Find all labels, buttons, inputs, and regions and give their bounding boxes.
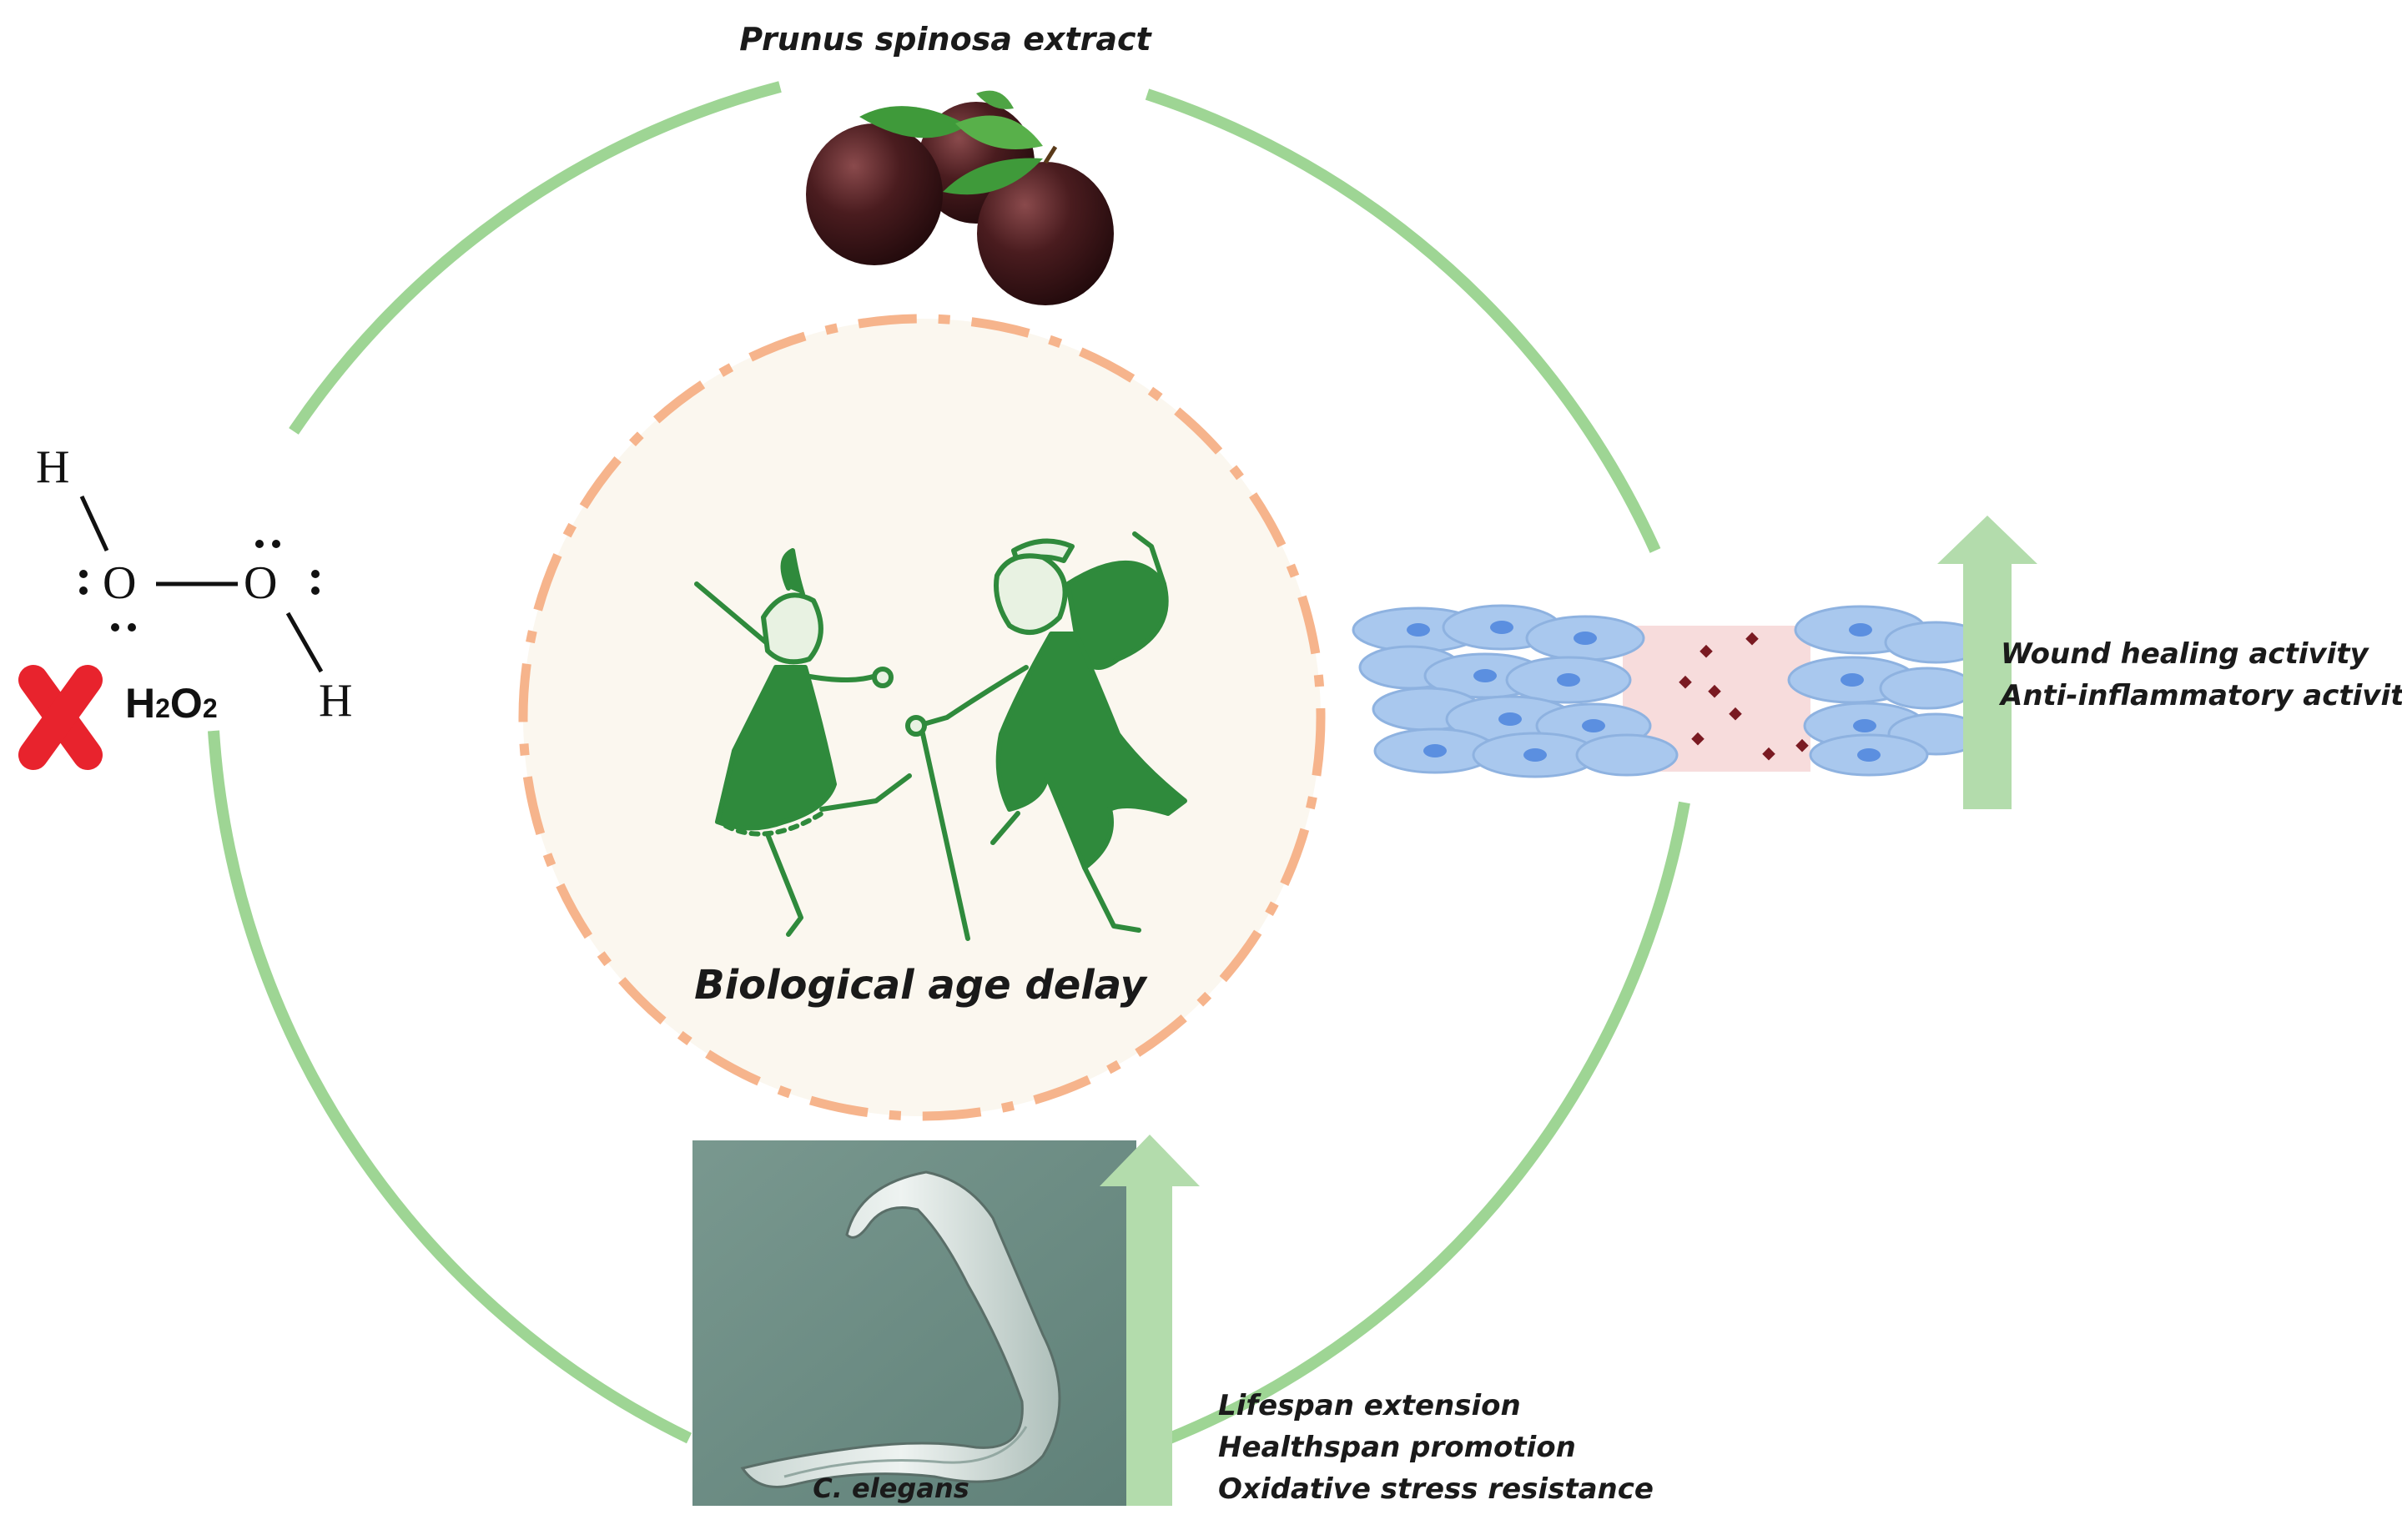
lone-pair-dots <box>79 540 320 632</box>
plum-fruit-icon <box>806 90 1114 305</box>
ring-arc-top-left <box>289 81 782 435</box>
ring-arc-left <box>208 730 692 1444</box>
extract-title: Prunus spinosa extract <box>739 21 1152 58</box>
atom-h-top: H <box>36 441 69 493</box>
nematode-icon <box>740 1170 1061 1488</box>
atom-h-bottom: H <box>319 675 352 727</box>
up-arrow-icon-bottom <box>1100 1135 1200 1506</box>
worm-label-3: Oxidative stress resistance <box>1218 1472 1654 1506</box>
dancing-couple-icon <box>694 531 1187 941</box>
h2o2-formula: H2O2 <box>125 680 218 727</box>
worm-panel: C. elegans <box>692 1140 1136 1506</box>
outer-ring <box>208 81 1690 1444</box>
worm-caption: C. elegans <box>813 1472 969 1504</box>
ring-arc-top-right <box>1145 88 1661 553</box>
up-arrow-icon <box>1937 516 2037 809</box>
atom-o-right: O <box>244 557 277 609</box>
center-label: Biological age delay <box>694 962 1148 1009</box>
cells-label-1: Wound healing activity <box>2001 637 2370 671</box>
worm-label-2: Healthspan promotion <box>1218 1431 1576 1464</box>
h2o2-structure: H O O H H2O2 <box>36 441 352 727</box>
dash-dot-circle <box>518 314 1326 1121</box>
worm-label-1: Lifespan extension <box>1218 1389 1521 1422</box>
cell-layer-icon <box>1352 604 1987 778</box>
atom-o-left: O <box>103 557 136 609</box>
cells-label-2: Anti-inflammatory activity <box>1998 679 2402 712</box>
ring-arc-right <box>1167 801 1690 1444</box>
red-cross-icon <box>18 665 103 770</box>
